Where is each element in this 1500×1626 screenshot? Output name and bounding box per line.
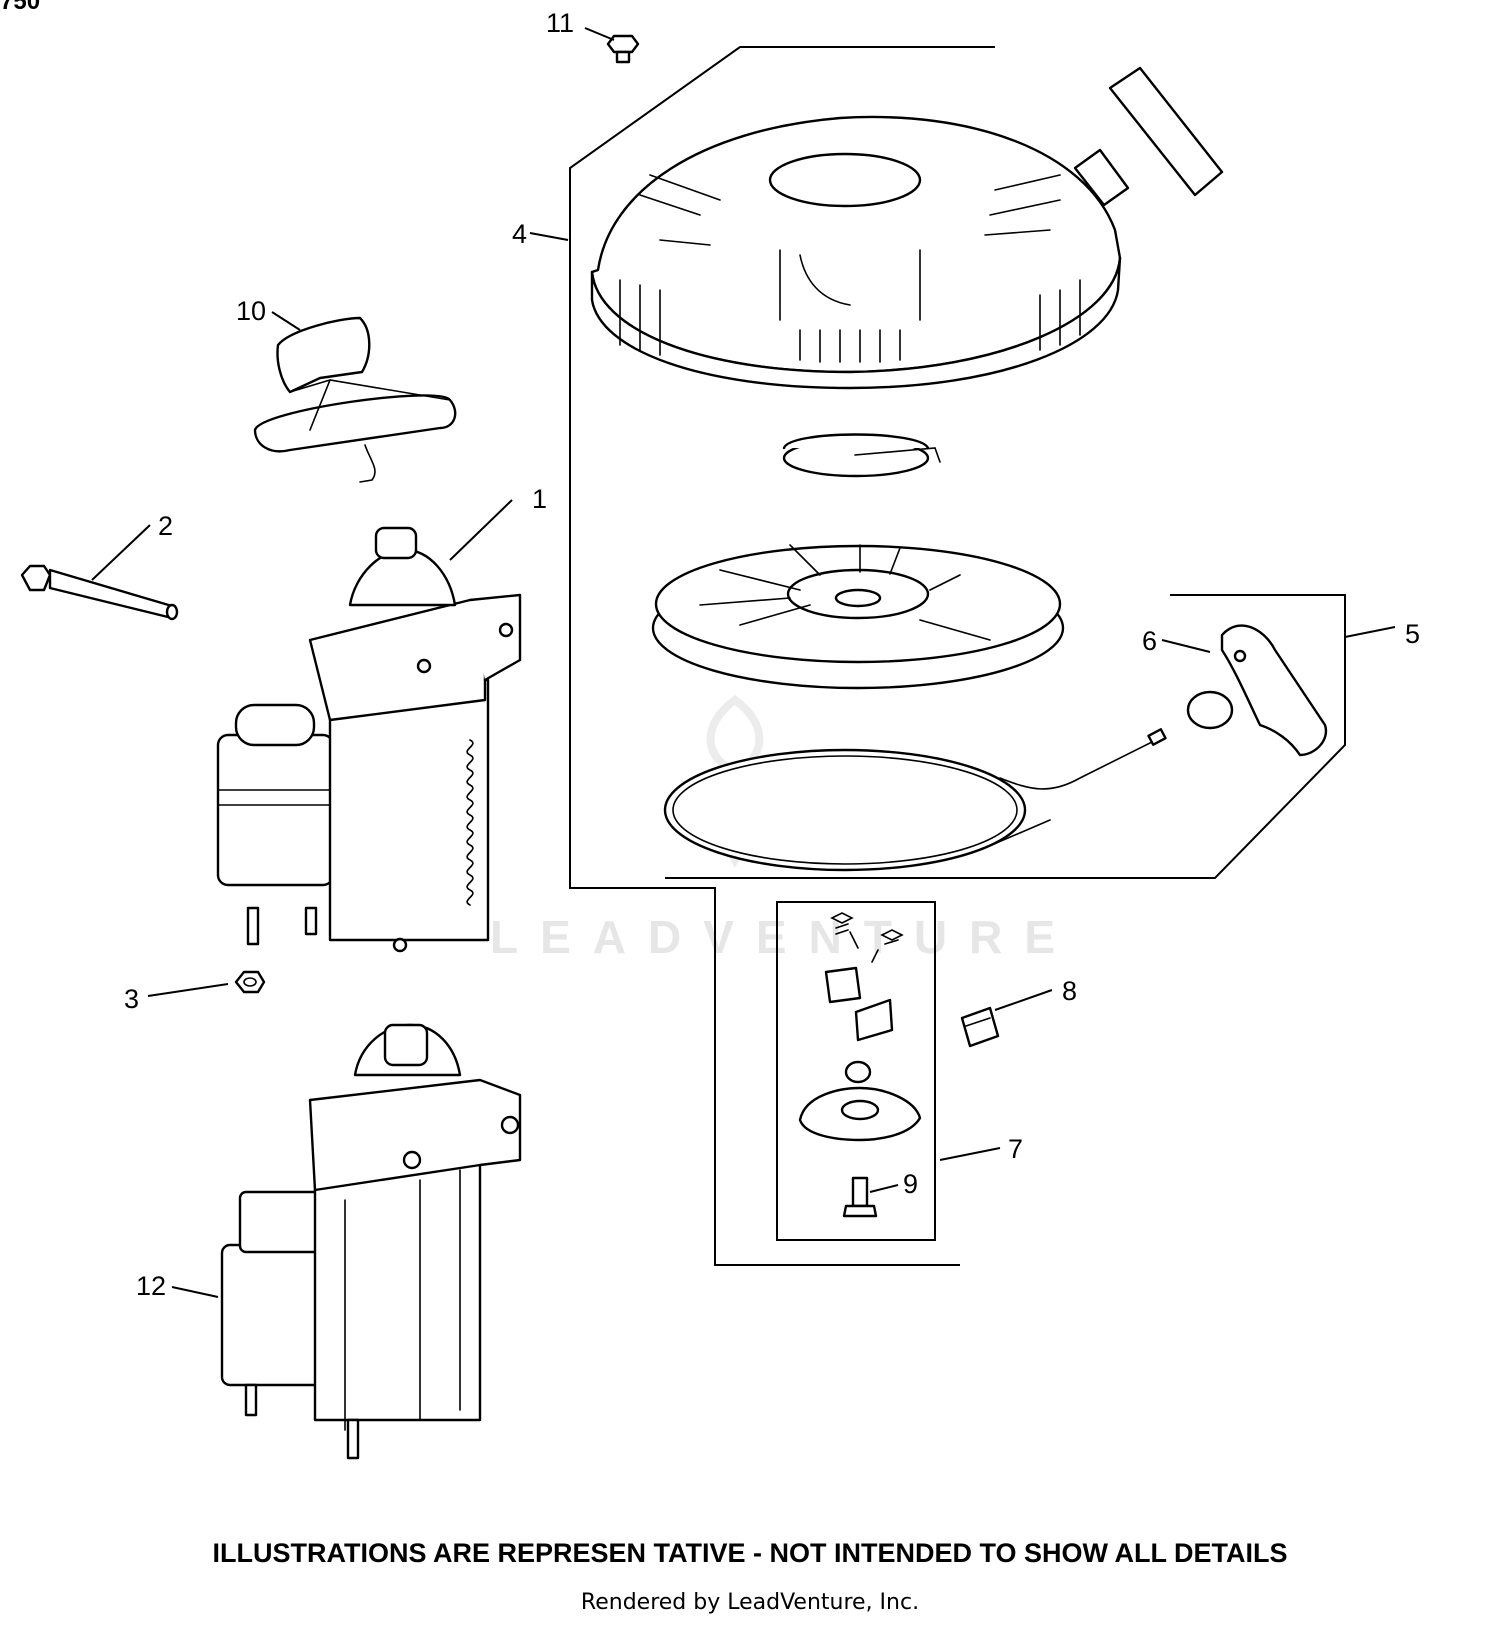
leader-9 (869, 1184, 899, 1193)
pawl-kit-parts (798, 912, 922, 1218)
disclaimer-text: ILLUSTRATIONS ARE REPRESEN TATIVE - NOT … (212, 1538, 1288, 1568)
recoil-spring (782, 433, 941, 478)
watermark-text: LEADVENTURE (490, 911, 1077, 963)
callouts: 11 4 10 1 2 5 6 8 3 7 9 12 (124, 8, 1420, 1301)
callout-4: 4 (512, 219, 527, 249)
leader-11 (584, 27, 615, 41)
part-8-pawl (960, 1006, 1000, 1048)
leader-3 (147, 983, 229, 997)
leader-5 (1344, 626, 1396, 638)
callout-11: 11 (546, 8, 574, 38)
callout-2: 2 (158, 511, 173, 541)
leader-lines (91, 27, 1396, 1298)
watermark: LEADVENTURE (490, 695, 1077, 963)
callout-7: 7 (1008, 1134, 1023, 1164)
starter-rope (663, 728, 1167, 872)
part-6-starter-handle (1186, 624, 1328, 757)
group-brackets (569, 46, 1346, 1266)
part-11-bolt (606, 34, 640, 64)
part-1-starter-motor (216, 526, 522, 953)
callout-6: 6 (1142, 626, 1157, 656)
callout-9: 9 (903, 1169, 918, 1199)
part-10-clip (253, 316, 457, 483)
callout-1: 1 (532, 484, 547, 514)
leader-1 (449, 499, 513, 561)
leader-6 (1161, 639, 1211, 653)
leader-2 (91, 524, 151, 581)
part-4-recoil-housing (590, 66, 1224, 390)
part-12-starter-motor (220, 1023, 522, 1460)
model-number-fragment: -750 (0, 0, 41, 15)
part-3-nut (234, 970, 266, 994)
callout-10: 10 (236, 296, 266, 326)
part-2-long-bolt (20, 564, 179, 621)
leader-8 (994, 989, 1053, 1011)
leader-10 (271, 311, 301, 331)
bracket-pawl-kit (776, 901, 936, 1241)
leader-7 (939, 1147, 1001, 1161)
callout-3: 3 (124, 984, 139, 1014)
rendered-by-credit: Rendered by LeadVenture, Inc. (580, 1590, 920, 1615)
recoil-pulley (651, 544, 1065, 690)
leader-4 (529, 232, 569, 241)
bracket-handle-rope (665, 594, 1346, 879)
leader-12 (171, 1286, 219, 1298)
callout-12: 12 (136, 1271, 166, 1301)
bracket-recoil-assembly (569, 46, 995, 1266)
callout-5: 5 (1405, 619, 1420, 649)
callout-8: 8 (1062, 976, 1077, 1006)
